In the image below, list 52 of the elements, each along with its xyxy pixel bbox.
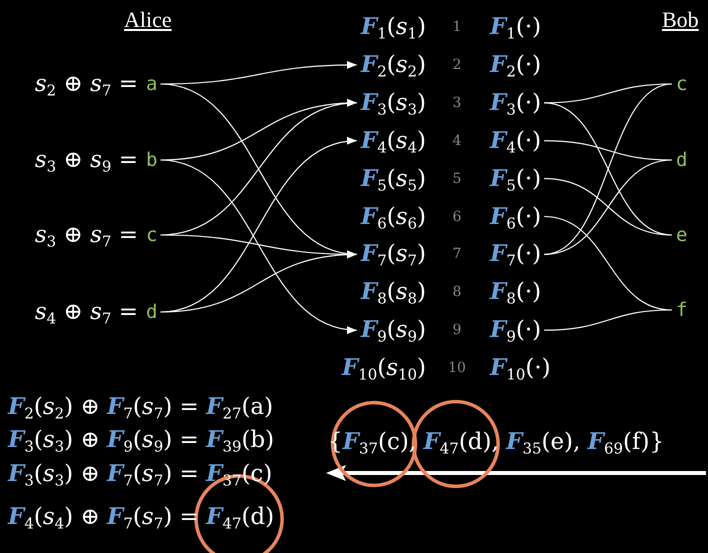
function-label: F$_{2}$(·): [490, 50, 542, 80]
variable-label: e: [676, 220, 688, 250]
variable-label: d: [676, 145, 688, 175]
row-number: 8: [452, 283, 462, 302]
variable-label: f: [676, 295, 688, 325]
function-label: F$_{8}$(s$_{8}$): [360, 277, 426, 308]
function-label: F$_{6}$(·): [490, 202, 542, 232]
connector-line: [544, 159, 672, 255]
function-label: F$_{2}$(s$_{2}$): [360, 50, 426, 80]
function-label: F$_{10}$(s$_{10}$): [342, 353, 426, 384]
function-label: F$_{3}$(·): [490, 88, 542, 118]
function-label: F$_{1}$(·): [490, 12, 542, 42]
row-number: 9: [452, 321, 462, 340]
variable-label: b: [146, 145, 158, 175]
equation-text: s$_{2}$ ⊕ s$_{7}$ =: [34, 70, 138, 99]
equation-text: F$_{2}$(s$_{2}$) ⊕ F$_{7}$(s$_{7}$) = F$_{27}$(a): [8, 392, 274, 422]
function-label: F$_{5}$(·): [490, 164, 542, 194]
row-number: 2: [452, 56, 462, 75]
connector-line: [544, 309, 672, 331]
heading: Bob: [662, 6, 699, 34]
function-label: F$_{8}$(·): [490, 277, 542, 308]
equation-text: s$_{3}$ ⊕ s$_{9}$ =: [34, 146, 138, 175]
equation-text: F$_{3}$(s$_{3}$) ⊕ F$_{9}$(s$_{9}$) = F$_{39}$(b): [8, 425, 274, 455]
row-number: 1: [452, 18, 462, 37]
equation-text: s$_{4}$ ⊕ s$_{7}$ =: [34, 298, 138, 327]
row-number: 4: [452, 132, 462, 151]
arrow: [160, 159, 357, 333]
function-label: F$_{7}$(·): [490, 239, 542, 270]
row-number: 5: [452, 170, 462, 189]
function-label: F$_{5}$(s$_{5}$): [360, 164, 426, 194]
equation-text: s$_{3}$ ⊕ s$_{7}$ =: [34, 221, 138, 250]
function-label: F$_{10}$(·): [490, 353, 551, 384]
variable-label: c: [146, 220, 158, 250]
arrow: [160, 250, 357, 313]
row-number: 3: [452, 94, 462, 113]
connector-line: [544, 178, 672, 236]
variable-label: a: [146, 69, 158, 99]
connector-line: [544, 83, 672, 255]
function-label: F$_{6}$(s$_{6}$): [360, 202, 426, 232]
function-label: F$_{4}$(s$_{4}$): [360, 126, 426, 156]
function-label: F$_{9}$(s$_{9}$): [360, 315, 426, 346]
function-label: F$_{4}$(·): [490, 126, 542, 156]
variable-label: d: [146, 297, 158, 327]
row-number: 10: [448, 359, 466, 378]
function-label: F$_{3}$(s$_{3}$): [360, 88, 426, 118]
function-label: F$_{1}$(s$_{1}$): [360, 12, 426, 42]
row-number: 6: [452, 208, 462, 226]
function-label: F$_{9}$(·): [490, 315, 542, 346]
function-label: F$_{7}$(s$_{7}$): [360, 239, 426, 270]
heading: Alice: [124, 6, 172, 34]
variable-label: c: [676, 69, 688, 99]
row-number: 7: [452, 245, 462, 264]
